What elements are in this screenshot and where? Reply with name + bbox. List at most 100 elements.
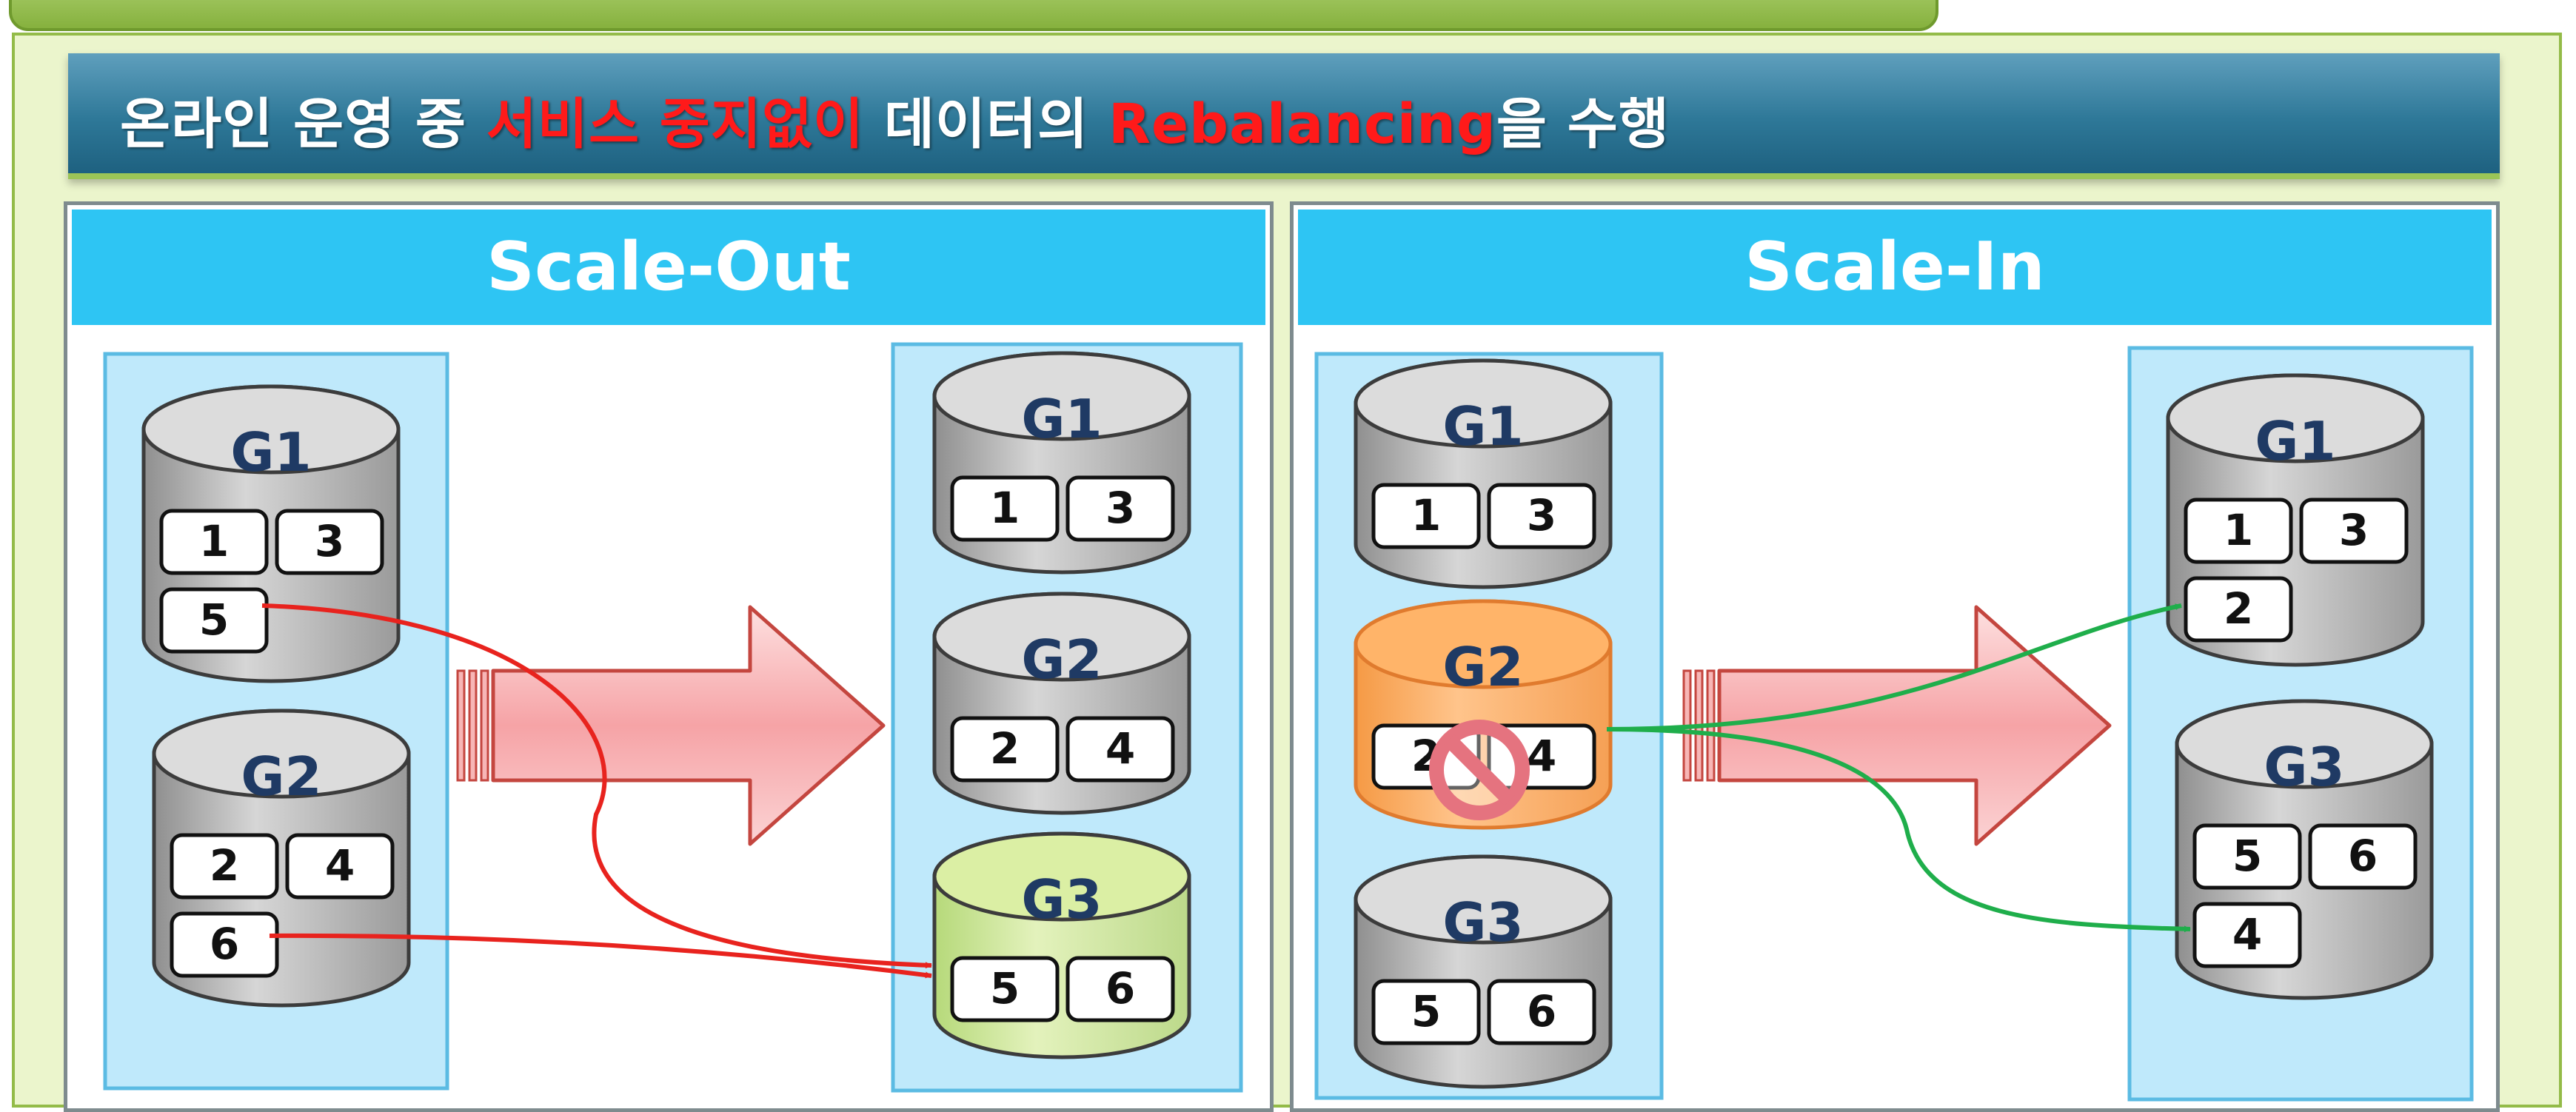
shard-1: 1 [2184, 498, 2293, 564]
shard-box [2308, 823, 2418, 890]
shard-label: 4 [2232, 909, 2262, 959]
banner-segment-highlight: Rebalancing [1108, 93, 1496, 156]
shard-4: 4 [285, 833, 395, 900]
shard-3: 3 [2299, 498, 2409, 564]
shard-label: 5 [1411, 986, 1441, 1036]
shard-group-g2: G22 4 [932, 592, 1191, 815]
shard-group-g3: G35 6 [932, 831, 1191, 1059]
shard-label: 2 [990, 723, 1020, 774]
cylinder-top [932, 351, 1191, 441]
cylinder-top [932, 592, 1191, 682]
shard-5: 5 [950, 956, 1060, 1022]
shard-group-g1: G11 3 2 [2166, 373, 2425, 667]
shard-3: 3 [1487, 483, 1596, 549]
cylinder-top [1354, 599, 1613, 689]
group-label: G2 [1442, 636, 1523, 698]
shard-6: 6 [2308, 823, 2418, 890]
shard-box [1065, 475, 1175, 542]
cylinder-top [141, 384, 401, 475]
cylinder-top [1354, 854, 1613, 945]
scale-out-big-arrow [456, 605, 886, 846]
shard-label: 6 [2348, 831, 2378, 881]
group-label: G1 [230, 421, 311, 483]
shard-label: 4 [1527, 731, 1556, 781]
shard-box [1371, 979, 1481, 1045]
shard-label: 3 [2339, 505, 2369, 555]
shard-2: 2 [950, 716, 1060, 783]
shard-box [2192, 823, 2302, 890]
group-label: G3 [1021, 868, 1102, 931]
shard-label: 5 [990, 963, 1020, 1014]
shard-label: 1 [1411, 490, 1441, 540]
shard-box [950, 956, 1060, 1022]
shard-label: 1 [990, 483, 1020, 533]
top-banner-edge [9, 0, 1938, 31]
shard-box [1487, 483, 1596, 549]
shard-label: 3 [315, 516, 344, 566]
cylinder-top [2175, 699, 2434, 789]
shard-label: 6 [1105, 963, 1135, 1014]
cylinder-top [1354, 358, 1613, 449]
shard-5: 5 [1371, 979, 1481, 1045]
banner-segment: 온라인 운영 중 [120, 93, 486, 156]
shard-label: 6 [210, 919, 239, 969]
banner-segment: 을 수행 [1496, 93, 1670, 156]
shard-group-g2: G22 4 6 [152, 709, 411, 1008]
shard-box [1371, 483, 1481, 549]
group-label: G1 [2255, 410, 2335, 472]
banner-segment: 데이터의 [864, 93, 1108, 156]
shard-box [2299, 498, 2409, 564]
shard-box [170, 911, 279, 978]
group-label: G2 [241, 746, 321, 808]
shard-3: 3 [1065, 475, 1175, 542]
cylinder-top [932, 831, 1191, 922]
shard-box [2184, 498, 2293, 564]
shard-box [159, 509, 269, 575]
banner-title: 온라인 운영 중 서비스 중지없이 데이터의 Rebalancing을 수행 [120, 80, 1670, 159]
shard-6: 6 [1065, 956, 1175, 1022]
shard-box [285, 833, 395, 900]
banner-segment-highlight: 서비스 중지없이 [486, 93, 865, 156]
move-arrow-2 [1606, 603, 2182, 731]
shard-1: 1 [159, 509, 269, 575]
shard-label: 4 [325, 840, 355, 891]
shard-3: 3 [275, 509, 384, 575]
shard-box [1065, 956, 1175, 1022]
shard-4: 4 [1065, 716, 1175, 783]
cylinder-top [152, 709, 411, 799]
shard-4: 4 [2192, 902, 2302, 968]
shard-label: 2 [2224, 583, 2253, 634]
shard-box [1487, 979, 1596, 1045]
shard-box [2192, 902, 2302, 968]
shard-1: 1 [950, 475, 1060, 542]
shard-label: 2 [210, 840, 239, 891]
shard-box [159, 587, 269, 654]
shard-box [1065, 716, 1175, 783]
shard-label: 4 [1105, 723, 1135, 774]
shard-label: 6 [1527, 986, 1556, 1036]
shard-box [170, 833, 279, 900]
shard-5: 5 [2192, 823, 2302, 890]
group-label: G2 [1021, 629, 1102, 691]
shard-2: 2 [170, 833, 279, 900]
scale-out-title: Scale-Out [72, 210, 1265, 325]
shard-6: 6 [170, 911, 279, 978]
shard-label: 1 [2224, 505, 2253, 555]
scale-in-title: Scale-In [1298, 210, 2492, 325]
shard-label: 5 [2232, 831, 2262, 881]
shard-label: 3 [1105, 483, 1135, 533]
shard-box [950, 475, 1060, 542]
shard-box [950, 716, 1060, 783]
group-label: G1 [1442, 395, 1523, 458]
title-banner: 온라인 운영 중 서비스 중지없이 데이터의 Rebalancing을 수행 [68, 53, 2500, 179]
shard-box [2184, 576, 2293, 643]
move-arrow-6 [269, 933, 932, 979]
shard-label: 1 [199, 516, 229, 566]
